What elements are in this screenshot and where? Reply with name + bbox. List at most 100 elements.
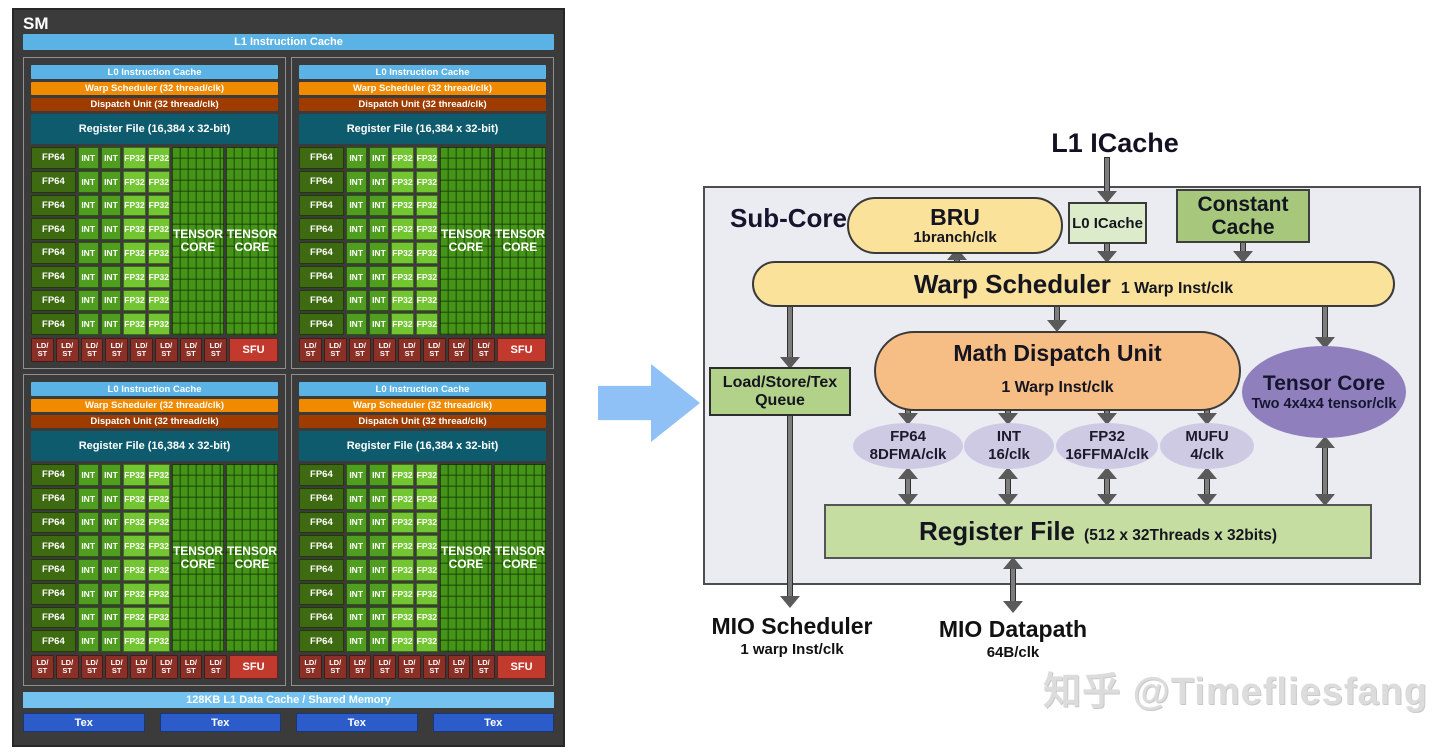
int-core-cell: INT [368,511,390,534]
fp32-core-cell: FP32 [391,535,414,557]
math-dispatch-rate: 1 Warp Inst/clk [1001,379,1114,396]
fp32-core-cell: FP32 [147,147,170,169]
int-core-cell: INT [77,313,99,335]
ldst-unit: LD/ ST [55,338,79,362]
fp32-core-cell: FP32 [391,559,414,581]
arrow-l1icache-to-l0icache [1096,157,1118,203]
int-core-cell: INT [100,170,122,193]
arrow-constantcache-to-warpscheduler [1232,242,1254,263]
fp32-core-cell: FP32 [415,242,438,264]
mufu-unit-rate: 4/clk [1190,446,1224,463]
int-core-cell: INT [100,559,122,581]
tex-unit: Tex [23,713,145,732]
arrow-warpscheduler-to-mathdispatch [1046,306,1068,332]
fp32-core-cell: FP32 [415,289,438,312]
fp32-core-cell: FP32 [147,313,170,335]
tensor-core-block: TENSOR CORE [439,464,492,652]
warp-scheduler-bar: Warp Scheduler (32 thread/clk) [299,82,546,95]
l0-instruction-cache-bar: L0 Instruction Cache [31,65,278,79]
int-core-cell: INT [77,535,99,557]
fp32-core-cell: FP32 [391,511,414,534]
sm-processing-block: L0 Instruction Cache Warp Scheduler (32 … [23,374,286,686]
int-core-cell: INT [368,582,390,605]
fp32-core-cell: FP32 [123,289,146,312]
int-core-cell: INT [368,242,390,264]
warp-scheduler-bar: Warp Scheduler (32 thread/clk) [299,399,546,412]
fp64-core-cell: FP64 [31,582,76,605]
fp64-core-cell: FP64 [299,464,344,486]
int-core-cell: INT [345,265,367,288]
int-core-cell: INT [100,606,122,629]
int-core-cell: INT [77,582,99,605]
tex-unit: Tex [159,713,281,732]
fp32-core-cell: FP32 [391,606,414,629]
int-core-cell: INT [77,606,99,629]
int-core-cell: INT [100,194,122,217]
dispatch-unit-bar: Dispatch Unit (32 thread/clk) [299,415,546,428]
l0-icache-box: L0 ICache [1068,202,1147,244]
arrow-warpscheduler-to-tensorcore [1314,306,1336,349]
int-core-cell: INT [368,535,390,557]
fp64-core-cell: FP64 [31,289,76,312]
int-core-cell: INT [100,147,122,169]
int-core-cell: INT [368,170,390,193]
fp32-core-cell: FP32 [123,313,146,335]
fp32-core-cell: FP32 [147,582,170,605]
ldst-unit: LD/ ST [348,655,372,679]
fp64-core-cell: FP64 [299,170,344,193]
fp64-unit-name: FP64 [890,428,926,445]
int-core-cell: INT [368,194,390,217]
fp32-core-cell: FP32 [415,582,438,605]
watermark: 知乎 @Timefliesfang [1043,671,1428,713]
mio-datapath-title: MIO Datapath [938,616,1088,642]
fp32-core-cell: FP32 [123,218,146,240]
register-file-bar: Register File (16,384 x 32-bit) [299,431,546,461]
fp64-core-cell: FP64 [299,218,344,240]
fp32-core-cell: FP32 [391,487,414,510]
fp64-core-cell: FP64 [31,170,76,193]
register-file-bar: Register File (16,384 x 32-bit) [31,114,278,144]
fp64-unit-ellipse: FP64 8DFMA/clk [853,423,963,469]
int-core-cell: INT [77,147,99,169]
ldst-unit: LD/ ST [422,655,446,679]
int-core-cell: INT [345,194,367,217]
int-core-cell: INT [100,313,122,335]
int-core-cell: INT [100,289,122,312]
mio-scheduler-title: MIO Scheduler [711,613,873,639]
int-core-cell: INT [368,630,390,652]
ldst-unit: LD/ ST [55,655,79,679]
math-dispatch-unit-box: Math Dispatch Unit 1 Warp Inst/clk [874,331,1241,411]
fp64-core-cell: FP64 [299,630,344,652]
sfu-unit: SFU [229,655,278,679]
int-core-cell: INT [100,464,122,486]
tensor-core-block: TENSOR CORE [225,464,278,652]
fp32-core-cell: FP32 [391,265,414,288]
fp32-core-cell: FP32 [123,559,146,581]
fp32-core-cell: FP32 [391,630,414,652]
fp64-core-cell: FP64 [31,313,76,335]
fp32-core-cell: FP32 [415,559,438,581]
warp-scheduler-rate: 1 Warp Inst/clk [1120,280,1234,297]
fp64-core-cell: FP64 [299,606,344,629]
fp64-core-cell: FP64 [299,582,344,605]
fp64-core-cell: FP64 [31,511,76,534]
int-core-cell: INT [345,218,367,240]
int-core-cell: INT [100,630,122,652]
ldst-unit: LD/ ST [80,338,104,362]
fp32-core-cell: FP32 [147,194,170,217]
fp32-core-cell: FP32 [123,582,146,605]
fp32-core-cell: FP32 [391,147,414,169]
ldst-unit: LD/ ST [154,655,178,679]
arrow-lsqueue-to-mioscheduler [779,412,801,608]
int-core-cell: INT [368,313,390,335]
fp64-core-cell: FP64 [31,218,76,240]
ldst-unit: LD/ ST [31,655,54,679]
mufu-unit-name: MUFU [1185,428,1229,445]
ldst-unit: LD/ ST [299,338,322,362]
bru-title: BRU [930,204,980,230]
int-core-cell: INT [77,170,99,193]
int-core-cell: INT [368,289,390,312]
int-core-cell: INT [368,464,390,486]
